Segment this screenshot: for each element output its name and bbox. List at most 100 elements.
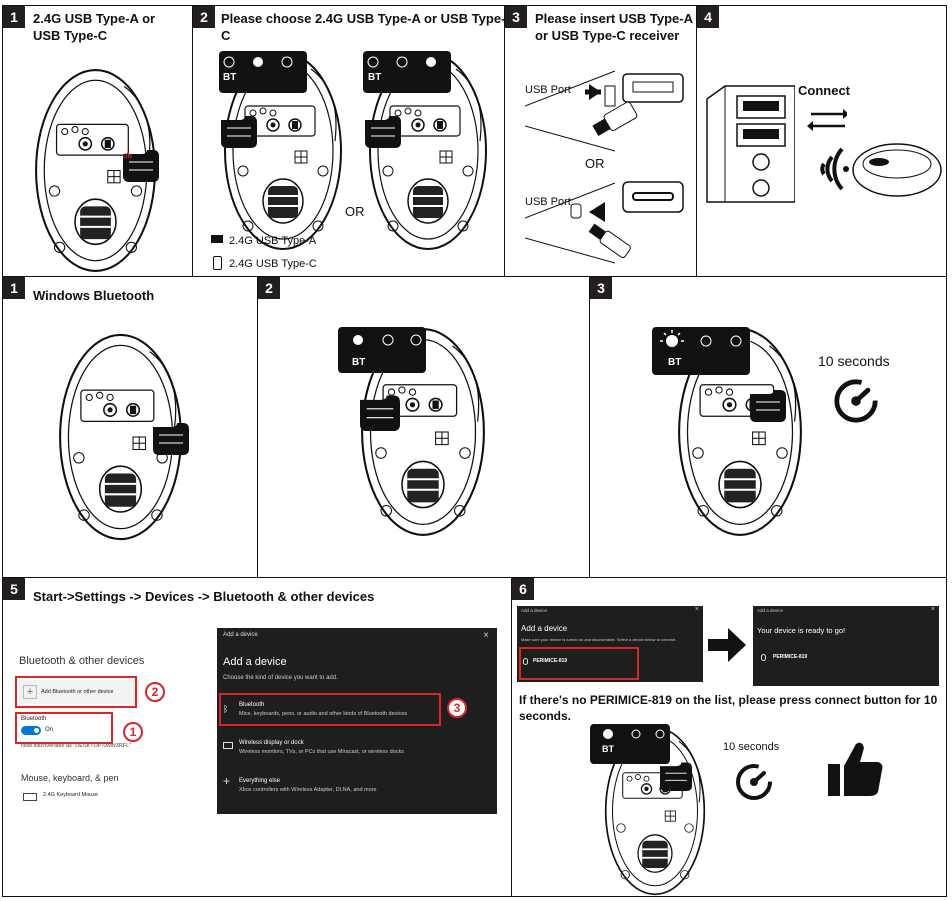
bluetooth-icon: ᛒ [223, 704, 229, 714]
mode-indicator-box [652, 327, 750, 375]
mid-panel-3: 3 BT 10 seconds [589, 276, 947, 578]
toggle-knob [34, 728, 39, 733]
timer-icon [832, 377, 880, 425]
seconds-label: 10 seconds [818, 353, 890, 369]
mouse-device-icon [761, 654, 766, 661]
mouse-section-heading: Mouse, keyboard, & pen [21, 773, 119, 783]
window-title: Add a device [757, 608, 784, 613]
bt-label: BT [223, 72, 237, 83]
option-desc: Mice, keyboards, pens, or audio and othe… [239, 711, 408, 717]
top-panel-1: 1 2.4G USB Type-A or USB Type-C ON OFF [2, 5, 193, 277]
indicator-dots [353, 334, 422, 346]
step-number: 1 [3, 6, 25, 28]
panel-title: Start->Settings -> Devices -> Bluetooth … [33, 589, 375, 604]
dialog-subtitle: Choose the kind of device you want to ad… [223, 675, 338, 681]
callout-3: 3 [447, 698, 467, 718]
usb-a-icon [211, 235, 223, 243]
option-wireless-display[interactable]: Wireless display or dock Wireless monito… [223, 736, 485, 762]
highlight-add-device [15, 676, 137, 708]
thumbs-up-icon [828, 742, 883, 796]
settings-window: Bluetooth & other devices + Add Bluetoot… [11, 628, 217, 808]
plus-icon: + [223, 774, 231, 788]
option-title: Bluetooth [239, 702, 265, 708]
indicator-dots [660, 330, 742, 347]
mode-indicator-box [219, 51, 307, 93]
device-name: PERIMICE-819 [773, 654, 808, 660]
bluetooth-toggle[interactable] [21, 726, 41, 735]
step-number: 2 [258, 277, 280, 299]
step-number: 5 [3, 578, 25, 600]
monitor-icon [223, 742, 233, 749]
switch-off-label: OFF [123, 164, 135, 170]
add-device-window-searching: Add a device × Add a device Make sure yo… [517, 606, 703, 682]
add-device-button[interactable]: + Add Bluetooth or other device [19, 680, 139, 704]
device-ready-window: Add a device × Your device is ready to g… [753, 606, 939, 686]
highlight-bluetooth-toggle [15, 712, 113, 744]
hand-icon [152, 422, 190, 455]
indicator-dots [367, 56, 436, 68]
or-label: OR [345, 204, 365, 219]
toggle-state: On [45, 727, 54, 733]
option-everything-else[interactable]: + Everything else Xbox controllers with … [223, 774, 485, 800]
usb-a-port-illustration [525, 70, 684, 152]
bottom-panel-5: 5 Start->Settings -> Devices -> Bluetoot… [2, 577, 512, 897]
panel-title: Windows Bluetooth [33, 288, 155, 303]
indicator-dots [603, 729, 665, 739]
mid-panel-1: 1 Windows Bluetooth [2, 276, 258, 578]
or-label: OR [585, 156, 605, 171]
usb-c-port-illustration [525, 181, 684, 264]
top-panel-4: 4 Connect [696, 5, 947, 277]
step-number: 1 [3, 277, 25, 299]
callout-2: 2 [145, 682, 165, 702]
step-number: 6 [512, 578, 534, 600]
callout-1: 1 [123, 722, 143, 742]
step-number: 3 [505, 6, 527, 28]
device-name[interactable]: PERIMICE-819 [533, 658, 568, 664]
ready-text: Your device is ready to go! [757, 626, 846, 635]
timer-icon [736, 764, 772, 800]
bluetooth-label: Bluetooth [21, 716, 47, 722]
bt-label: BT [352, 357, 366, 368]
add-device-label: Add Bluetooth or other device [41, 689, 114, 695]
plus-icon: + [23, 685, 37, 699]
hand-icon [660, 762, 692, 792]
window-text: Make sure your device is turned on and d… [521, 637, 677, 642]
arrow-right-icon [708, 628, 746, 662]
bidirectional-arrows-icon [807, 109, 847, 131]
mode-indicator-box [338, 327, 426, 373]
dialog-title: Add a device [223, 632, 258, 638]
legend-usb-a: 2.4G USB Type-A [229, 235, 317, 247]
hand-icon [359, 394, 401, 431]
step-number: 3 [590, 277, 612, 299]
close-icon[interactable]: × [694, 606, 699, 613]
step-number: 4 [697, 6, 719, 28]
highlight-device [519, 647, 639, 680]
option-desc: Xbox controllers with Wireless Adapter, … [239, 787, 377, 793]
wireless-signal-icon [820, 147, 849, 191]
bt-label: BT [602, 744, 614, 754]
bt-label: BT [668, 357, 682, 368]
mouse-item-label: 2.4G Keyboard Mouse [43, 792, 99, 798]
top-panel-3: 3 Please insert USB Type-A or USB Type-C… [504, 5, 697, 277]
close-icon[interactable]: × [483, 630, 489, 641]
add-device-dialog: Add a device × Add a device Choose the k… [217, 628, 497, 814]
keyboard-icon [23, 793, 37, 801]
step-number: 2 [193, 6, 215, 28]
switch-on-label: ON [123, 154, 132, 160]
window-title: Add a device [521, 608, 548, 613]
discoverable-text: Now discoverable as "DESKTOP-UMN3RFL" [21, 743, 132, 749]
close-icon[interactable]: × [930, 606, 935, 613]
mode-indicator-box [590, 724, 670, 764]
indicator-dots [223, 56, 293, 68]
option-bluetooth[interactable]: ᛒ Bluetooth Mice, keyboards, pens, or au… [223, 698, 485, 724]
computer-tower-icon [706, 85, 795, 203]
usb-c-icon [213, 256, 222, 270]
bt-label: BT [368, 72, 382, 83]
bottom-panel-6: 6 Add a device × Add a device Make sure … [511, 577, 947, 897]
window-heading: Add a device [521, 624, 568, 633]
instruction-note: If there's no PERIMICE-819 on the list, … [519, 693, 938, 723]
settings-heading: Bluetooth & other devices [19, 655, 145, 667]
option-title: Wireless display or dock [239, 740, 304, 746]
top-panel-2: 2 Please choose 2.4G USB Type-A or USB T… [192, 5, 505, 277]
hand-icon [364, 115, 402, 148]
